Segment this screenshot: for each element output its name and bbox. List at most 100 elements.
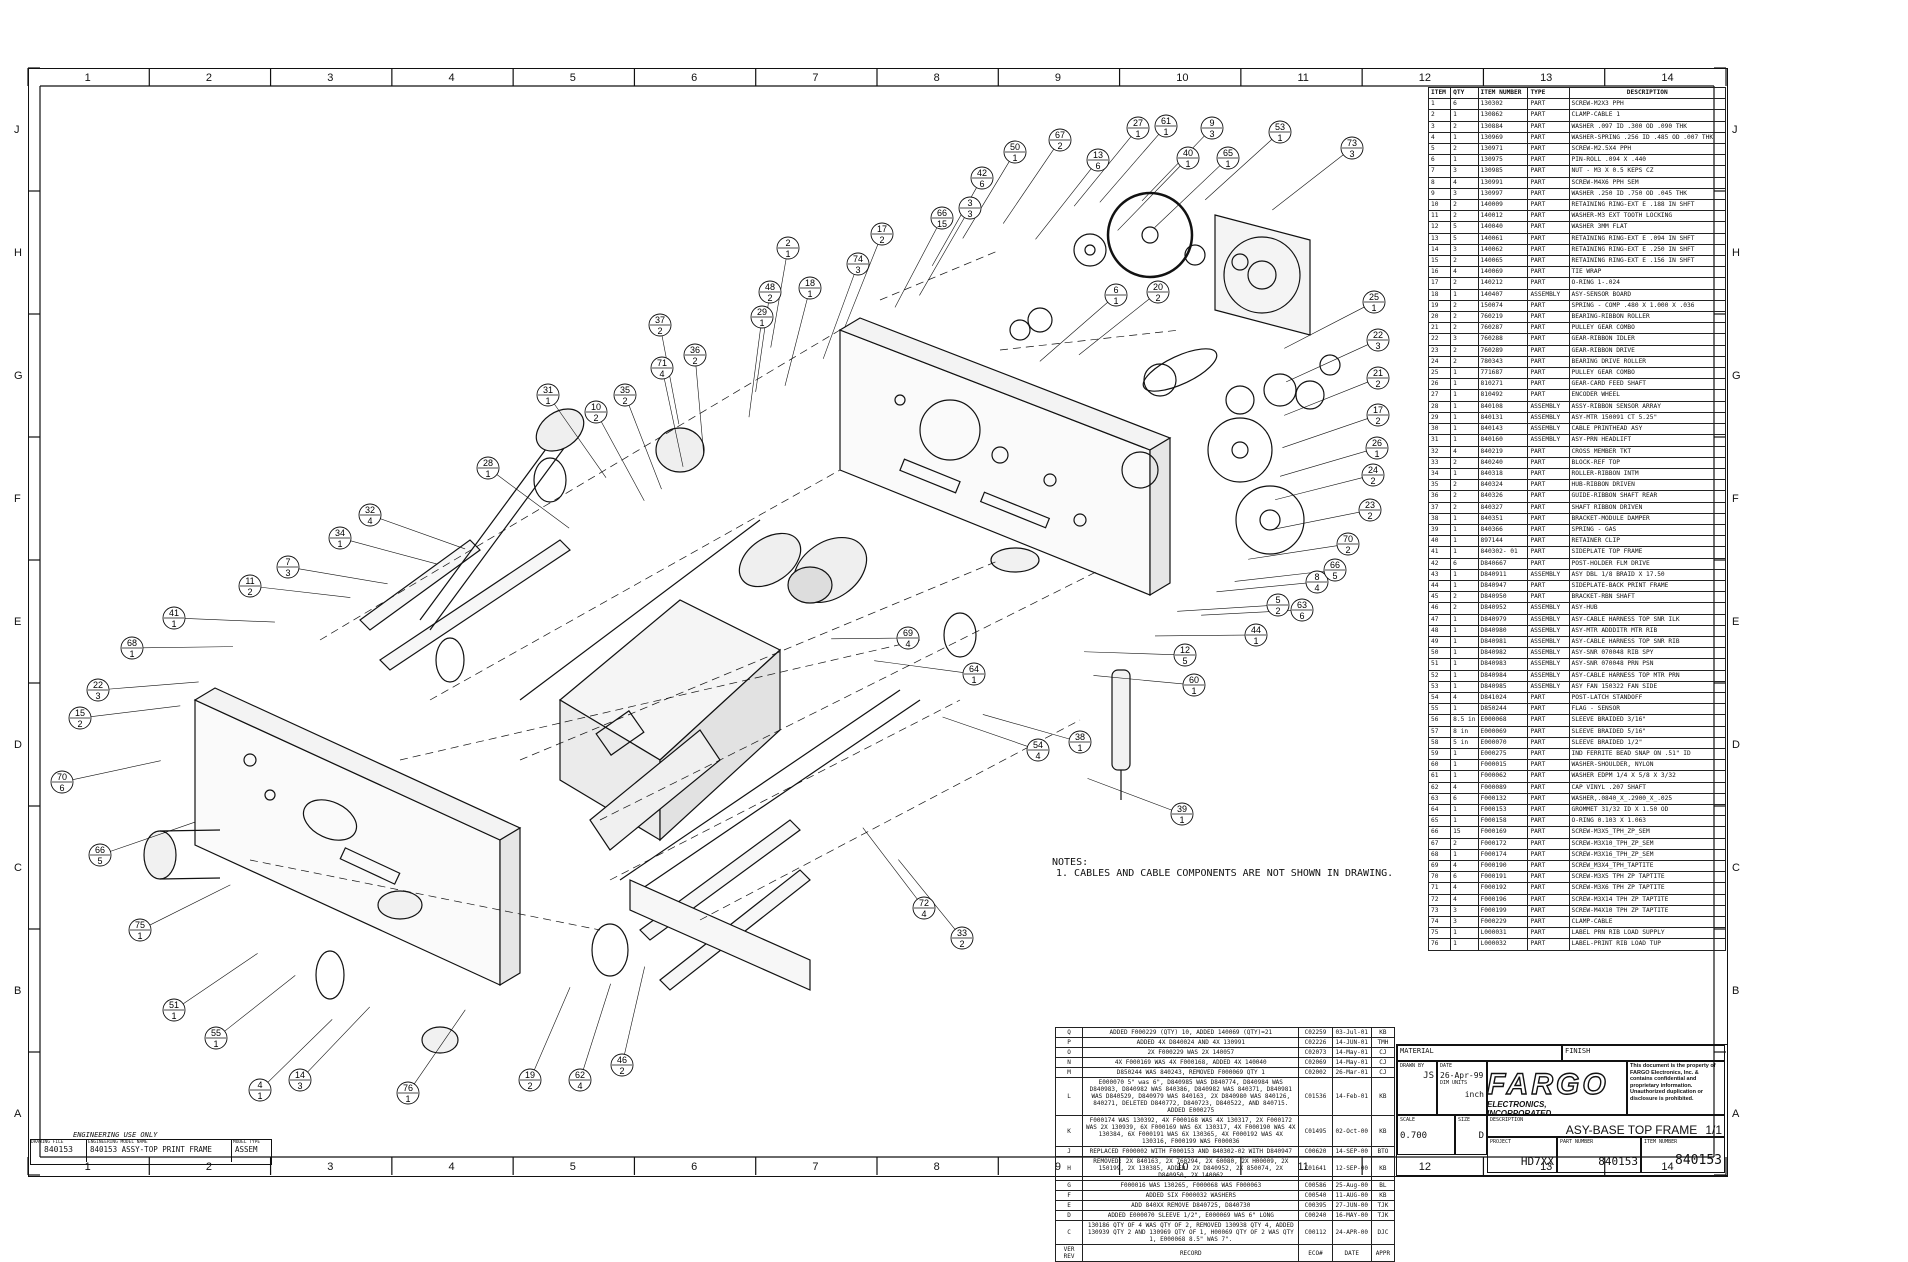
item-balloon: 751	[128, 918, 152, 942]
item-balloon: 681	[120, 636, 144, 660]
bom-cell: ROLLER-RIBBON INTM	[1568, 467, 1727, 481]
balloon-item-number: 7	[285, 557, 290, 567]
bom-cell: 140012	[1477, 210, 1529, 223]
bom-cell: 31	[1427, 434, 1452, 447]
bom-cell: 1	[1450, 109, 1479, 122]
bom-cell: BRACKET-RBN SHAFT	[1568, 591, 1727, 604]
bom-cell: 4	[1450, 445, 1479, 458]
bom-cell: 2	[1450, 199, 1479, 212]
bom-cell: SIDEPLATE-BACK PRINT FRAME	[1568, 579, 1727, 593]
revision-cell: F	[1054, 1190, 1084, 1201]
item-balloon: 733	[1340, 136, 1364, 160]
bom-cell: PART	[1527, 120, 1570, 133]
bom-cell: 840351	[1477, 512, 1529, 525]
balloon-quantity: 2	[692, 356, 697, 366]
item-balloon: 352	[613, 383, 637, 407]
balloon-item-number: 61	[1161, 116, 1171, 126]
bom-cell: 1	[1450, 680, 1479, 693]
bom-cell: 1	[1450, 400, 1479, 413]
bom-cell: 3	[1450, 916, 1479, 929]
balloon-quantity: 1	[1371, 303, 1376, 313]
bom-cell: 2	[1450, 501, 1479, 514]
balloon-item-number: 55	[211, 1028, 221, 1038]
bom-cell: ASY-CABLE HARNESS TOP SNR RIB	[1568, 635, 1727, 649]
revision-footer-cell: APPR	[1370, 1244, 1396, 1262]
bom-cell: FLAG - SENSOR	[1568, 703, 1727, 716]
item-balloon: 181	[798, 276, 822, 300]
balloon-leader	[267, 1019, 333, 1083]
bom-cell: 760287	[1477, 322, 1529, 335]
item-balloon: 381	[1068, 730, 1092, 754]
bom-cell: BEARING DRIVE ROLLER	[1568, 355, 1727, 369]
item-balloon: 624	[568, 1068, 592, 1092]
bom-cell: 2	[1450, 120, 1479, 133]
bom-cell: 2	[1450, 255, 1479, 268]
item-balloon: 761	[396, 1081, 420, 1105]
bom-cell: BEARING-RIBBON ROLLER	[1568, 311, 1727, 324]
item-balloon: 232	[1358, 498, 1382, 522]
item-balloon: 531	[1268, 120, 1292, 144]
bom-cell: SCREW-M3X10_TPH_ZP_SEM	[1568, 837, 1727, 850]
bom-cell: 140040	[1477, 221, 1529, 234]
bom-cell: 27	[1427, 389, 1452, 402]
notes-line: 1. CABLES AND CABLE COMPONENTS ARE NOT S…	[1056, 868, 1394, 879]
tb-drawn-by: DRAWN BY JS	[1397, 1061, 1437, 1115]
balloon-leader	[1284, 381, 1368, 416]
balloon-quantity: 3	[1209, 129, 1214, 139]
bom-cell: 1	[1450, 747, 1479, 761]
bom-cell: 43	[1427, 568, 1452, 581]
bom-cell: WASHER-SHOULDER, NYLON	[1568, 759, 1727, 772]
bom-cell: 57	[1427, 725, 1452, 738]
tb-material-label: MATERIAL	[1400, 1047, 1434, 1055]
bom-cell: 5	[1450, 232, 1479, 245]
bom-cell: 1	[1450, 434, 1479, 447]
bom-cell: PART	[1527, 501, 1570, 514]
balloon-item-number: 73	[1347, 138, 1357, 148]
bom-cell: PART	[1527, 523, 1570, 537]
bom-cell: PART	[1527, 176, 1570, 189]
bom-cell: 2	[1450, 591, 1479, 604]
bom-cell: PART	[1527, 860, 1570, 873]
bom-cell: 840108	[1477, 400, 1529, 413]
balloon-item-number: 15	[75, 708, 85, 718]
balloon-quantity: 1	[1113, 296, 1118, 306]
bom-cell: F000199	[1477, 904, 1529, 918]
bom-cell: WASHER-SPRING .256 ID .485 OD .007 THK	[1568, 131, 1727, 145]
bom-cell: 26	[1427, 378, 1452, 391]
balloon-leader	[1270, 511, 1360, 531]
bom-cell: 130975	[1477, 154, 1529, 167]
bom-cell: 56	[1427, 714, 1452, 727]
balloon-leader	[822, 274, 855, 359]
balloon-item-number: 66	[937, 208, 947, 218]
balloon-quantity: 1	[1374, 449, 1379, 459]
revision-cell: ADDED F000229 (QTY) 10, ADDED 140069 (QT…	[1082, 1027, 1300, 1038]
item-balloon: 411	[162, 606, 186, 630]
balloon-item-number: 46	[617, 1055, 627, 1065]
balloon-leader	[496, 474, 570, 529]
bom-cell: 53	[1427, 680, 1452, 693]
eng-model-value: 840153 ASSY-TOP PRINT FRAME	[90, 1145, 212, 1154]
eng-drawing-file-value: 840153	[44, 1145, 73, 1154]
balloon-quantity: 3	[95, 691, 100, 701]
zone-col-label-bottom-12: 12	[1418, 1161, 1432, 1173]
balloon-quantity: 4	[1314, 583, 1319, 593]
bom-cell: PART	[1527, 871, 1570, 884]
bom-cell: 3	[1450, 333, 1479, 346]
bom-cell: SCREW_M3X4_TPH_TAPTITE	[1568, 860, 1727, 873]
revision-cell: Q	[1054, 1027, 1084, 1038]
bom-cell: 780343	[1477, 355, 1529, 369]
balloon-item-number: 62	[575, 1070, 585, 1080]
